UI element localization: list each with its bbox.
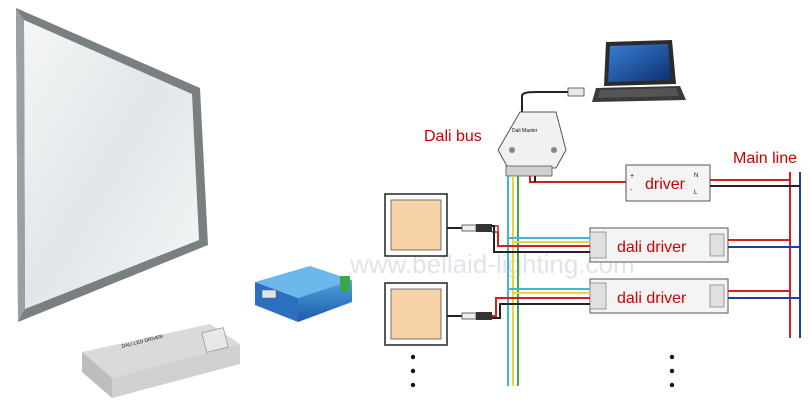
- p2-red: [492, 297, 590, 317]
- driver-top-n: N: [694, 173, 698, 179]
- dali-driver-1-label: dali driver: [617, 239, 687, 256]
- dali-bus-label: Dali bus: [424, 128, 482, 145]
- dali-driver-2-label: dali driver: [617, 290, 687, 307]
- main-line-label: Main line: [733, 150, 797, 167]
- driver-top-label: driver: [645, 176, 686, 193]
- continuation-dots-right: [669, 354, 675, 388]
- led-panel: [16, 8, 208, 322]
- usb-cable: [521, 91, 568, 112]
- master-label: Dali Master: [512, 128, 538, 134]
- master-power-wire-red: [529, 176, 628, 183]
- panel1-connector: [461, 224, 477, 232]
- dali-led-driver-box: DALI LED DRIVER: [82, 324, 240, 398]
- dali-driver-2: dali driver: [589, 278, 729, 314]
- panel2-connector-plug: [476, 312, 492, 320]
- driver-top: driver + - N L: [625, 164, 711, 202]
- square-panel-2: [384, 282, 448, 346]
- dali-converter-blue: [255, 266, 352, 322]
- driver-top-l: L: [694, 190, 698, 196]
- driver-top-minus: -: [630, 187, 633, 194]
- p2-black: [492, 303, 590, 319]
- driver-top-plus: +: [630, 173, 634, 180]
- p1-red: [497, 232, 590, 247]
- laptop: [592, 40, 686, 102]
- dali-master: Dali Master: [497, 111, 567, 177]
- square-panel-1: [384, 193, 448, 257]
- p1-black: [492, 225, 590, 253]
- usb-plug: [567, 87, 585, 97]
- dali-driver-1: dali driver: [589, 227, 729, 263]
- panel2-connector: [461, 312, 477, 320]
- panel1-connector-plug: [476, 224, 492, 232]
- continuation-dots-left: [410, 354, 416, 388]
